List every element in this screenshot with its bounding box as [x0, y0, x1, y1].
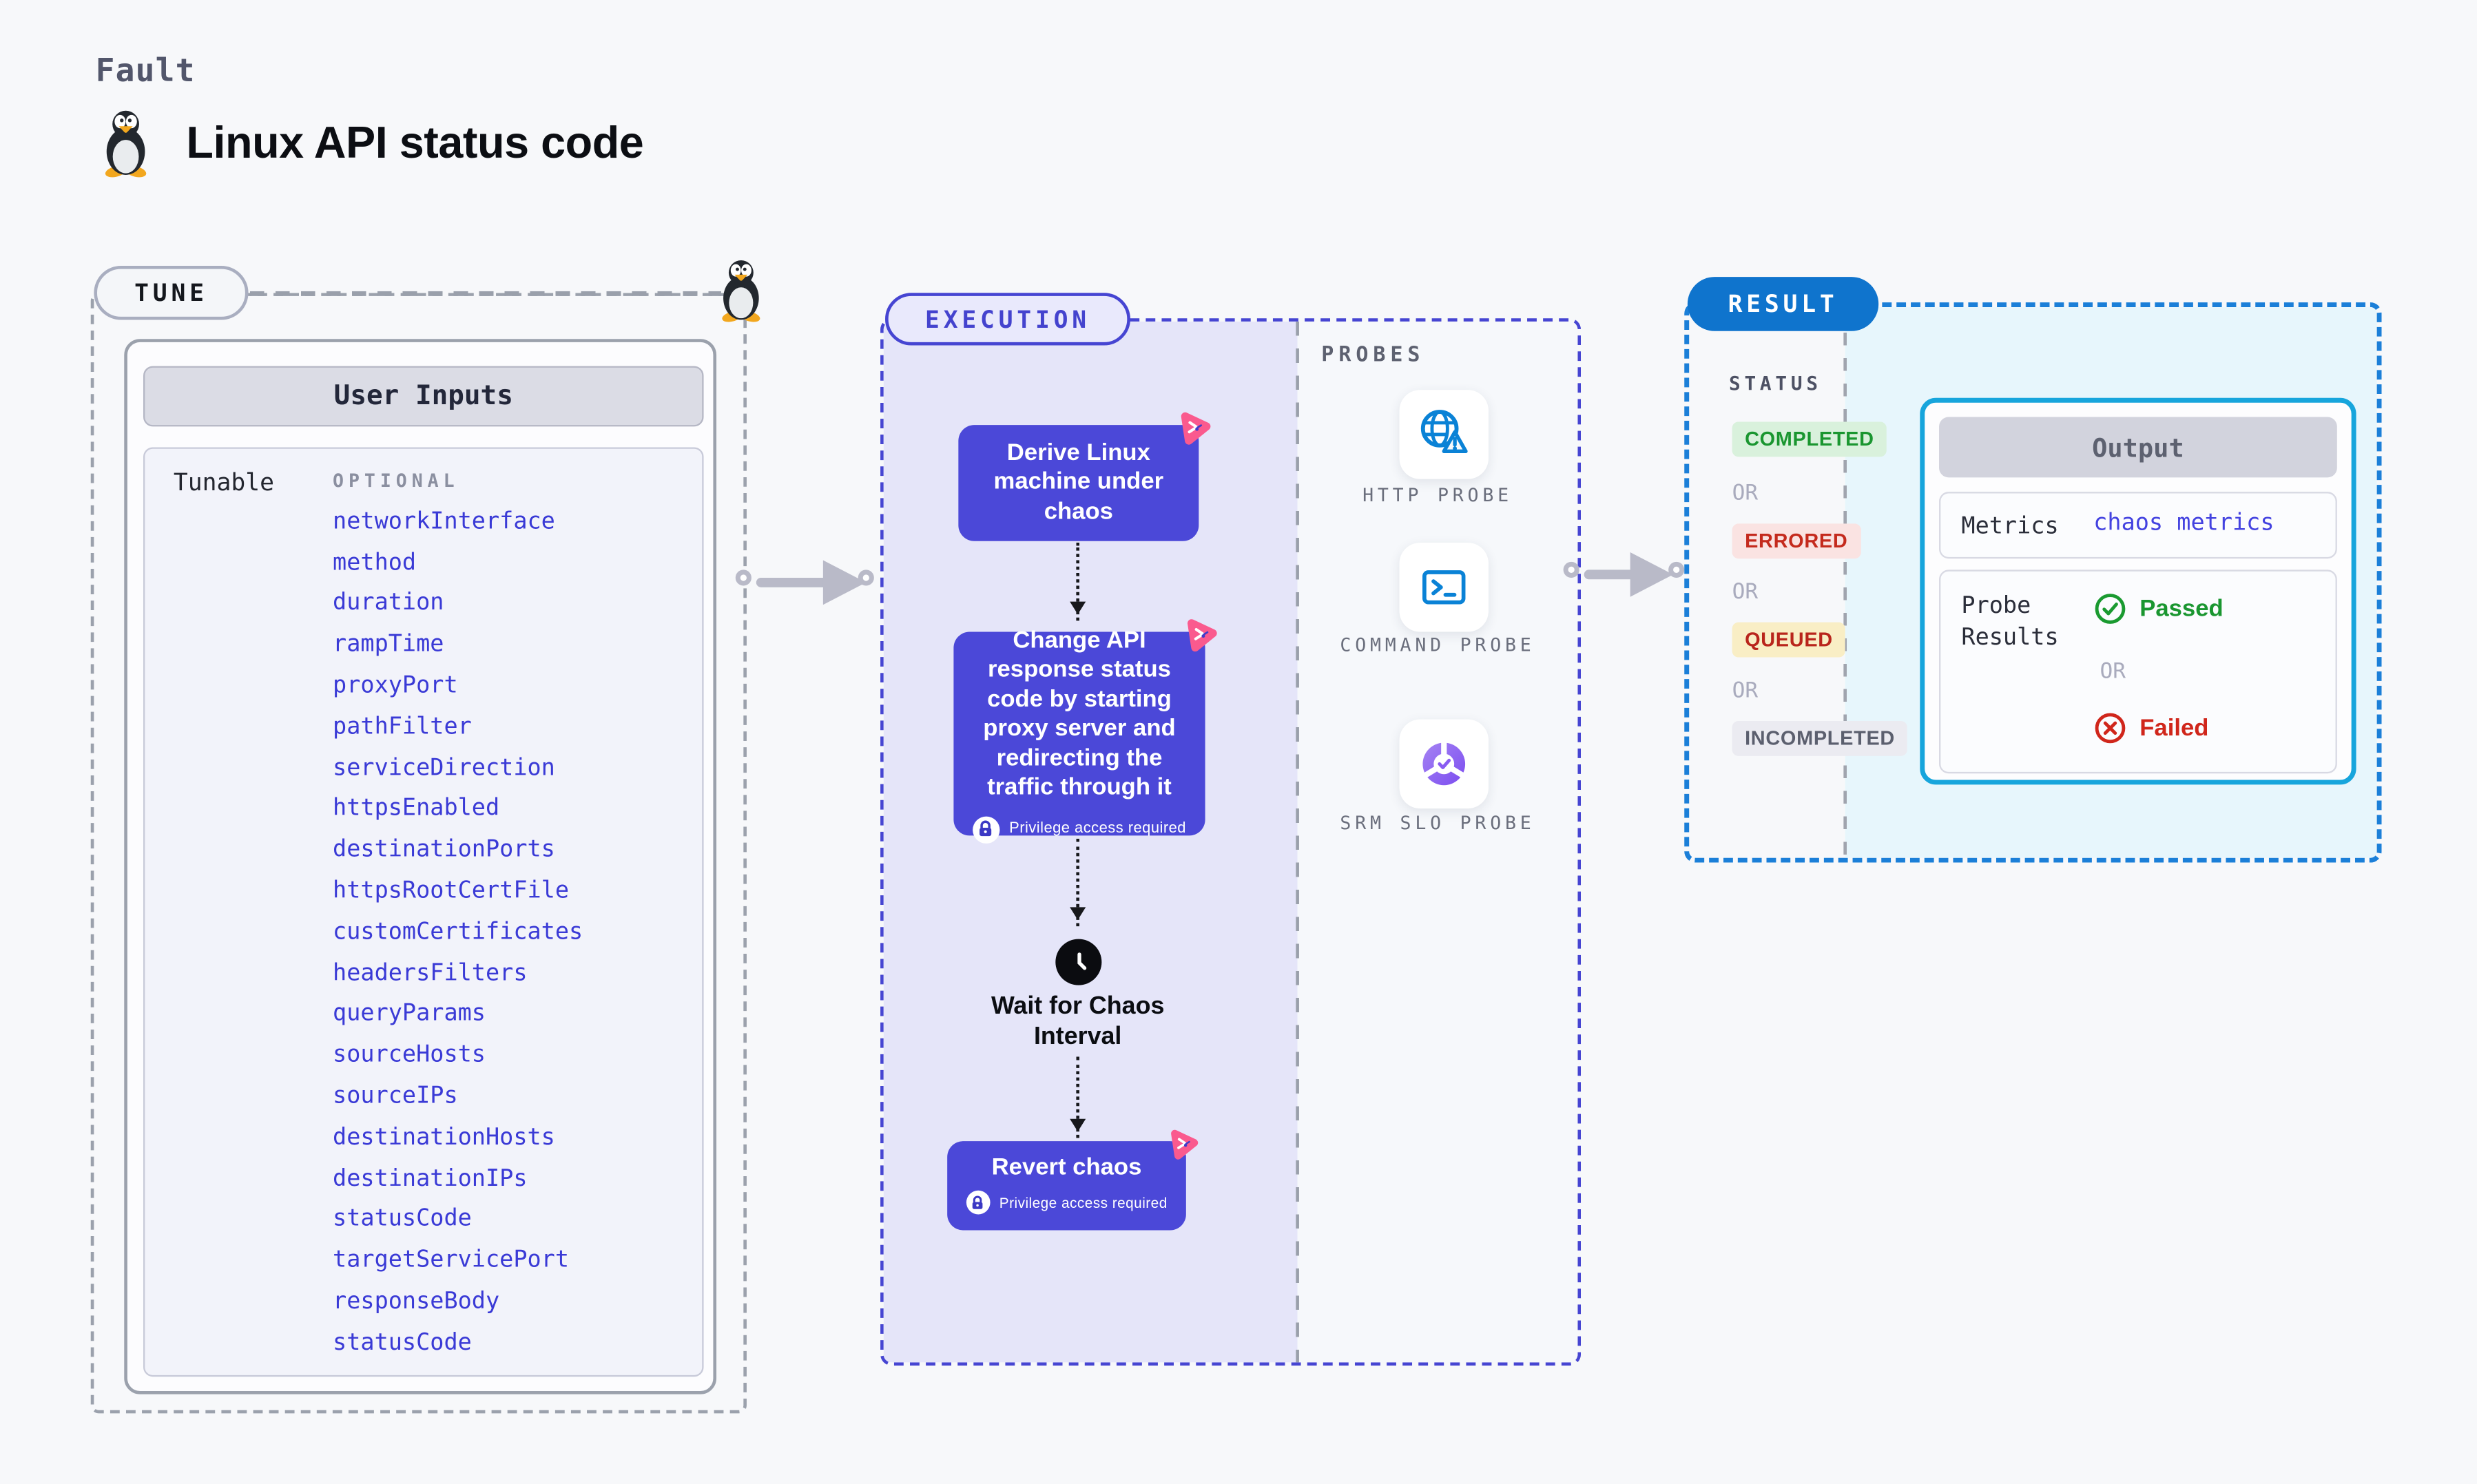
globe-warning-icon	[1420, 410, 1468, 454]
tune-badge: TUNE	[94, 265, 249, 320]
tunable-param-link[interactable]: proxyPort	[333, 673, 458, 699]
step-revert-chaos: Revert chaos Privilege access required	[947, 1141, 1186, 1231]
step-change-status-code: Change API response status code by start…	[953, 632, 1205, 843]
execution-probes-divider	[1296, 321, 1299, 1363]
tunable-param-link[interactable]: duration	[333, 591, 444, 617]
chaos-pinwheel-icon	[1181, 616, 1219, 654]
tunable-param-link[interactable]: destinationIPs	[333, 1166, 528, 1192]
tunable-param-link[interactable]: destinationPorts	[333, 837, 555, 864]
terminal-icon	[1422, 570, 1466, 605]
optional-column-label: OPTIONAL	[333, 469, 459, 492]
execution-badge: EXECUTION	[885, 293, 1130, 346]
tunable-param-link[interactable]: method	[333, 550, 417, 576]
chaos-pinwheel-icon	[1175, 409, 1213, 447]
tunable-param-link[interactable]: httpsRootCertFile	[333, 878, 570, 904]
tunable-list-panel: Tunable OPTIONAL networkInterface method d…	[143, 447, 704, 1377]
tunable-param-link[interactable]: serviceDirection	[333, 755, 555, 782]
output-card: Output Metrics chaos metrics Probe Resul…	[1920, 397, 2356, 785]
status-label: STATUS	[1728, 372, 1822, 395]
privilege-note: Privilege access required	[999, 1194, 1168, 1211]
tunable-param-link[interactable]: headersFilters	[333, 961, 528, 987]
flow-connector-1	[1069, 543, 1086, 621]
or-label: OR	[1732, 678, 1759, 704]
linux-penguin-icon	[104, 110, 147, 178]
flow-connector-2	[1069, 839, 1086, 927]
fault-kicker: Fault	[95, 50, 196, 90]
user-inputs-header: User Inputs	[143, 366, 704, 427]
metrics-row: Metrics chaos metrics	[1939, 492, 2337, 559]
output-header: Output	[1939, 417, 2337, 478]
tunable-param-link[interactable]: customCertificates	[333, 919, 583, 945]
step-wait-chaos-interval: Wait for Chaos Interval	[991, 993, 1165, 1051]
check-circle-icon	[2095, 594, 2126, 624]
or-label: OR	[2100, 658, 2126, 684]
or-label: OR	[1732, 480, 1759, 506]
lock-icon	[966, 1191, 990, 1215]
tunable-param-link[interactable]: httpsEnabled	[333, 796, 500, 822]
x-circle-icon	[2095, 713, 2126, 744]
tunable-param-link[interactable]: statusCode	[333, 1206, 472, 1233]
status-badge-errored: ERRORED	[1732, 523, 1861, 559]
tunable-param-link[interactable]: statusCode	[333, 1330, 472, 1356]
chaos-pinwheel-icon	[1165, 1127, 1201, 1162]
chaos-metrics-link[interactable]: chaos metrics	[2093, 510, 2274, 536]
srm-slo-probe-label: SRM SLO PROBE	[1340, 811, 1535, 835]
metrics-label: Metrics	[1961, 514, 2059, 540]
probe-results-row: Probe Results Passed OR Failed	[1939, 569, 2337, 774]
passed-label: Passed	[2139, 595, 2224, 623]
result-section: STATUS COMPLETED OR ERRORED OR QUEUED OR…	[1684, 302, 2382, 863]
tunable-param-link[interactable]: networkInterface	[333, 509, 555, 535]
linux-penguin-icon-small	[721, 260, 761, 324]
tunable-param-link[interactable]: sourceIPs	[333, 1084, 458, 1110]
lock-icon	[972, 815, 1000, 843]
step-derive-machine: Derive Linux machine under chaos	[958, 425, 1199, 541]
result-badge: RESULT	[1687, 277, 1879, 331]
flow-connector-3	[1069, 1056, 1086, 1138]
tunable-param-link[interactable]: queryParams	[333, 1001, 486, 1027]
status-badge-completed: COMPLETED	[1732, 421, 1887, 457]
or-label: OR	[1732, 579, 1759, 605]
execution-section	[880, 318, 1582, 1366]
tune-connector-line	[249, 291, 721, 295]
tunable-param-link[interactable]: targetServicePort	[333, 1248, 570, 1274]
tunable-params-list: networkInterface method duration rampTime pr…	[333, 501, 583, 1363]
probe-results-label: Probe Results	[1961, 594, 2059, 651]
status-badge-queued: QUEUED	[1732, 622, 1846, 658]
clock-icon	[1055, 939, 1102, 985]
tunable-param-link[interactable]: destinationHosts	[333, 1125, 555, 1151]
http-probe-label: HTTP PROBE	[1362, 483, 1513, 506]
user-inputs-card: User Inputs Tunable OPTIONAL networkInte…	[124, 339, 717, 1394]
command-probe-label: COMMAND PROBE	[1340, 633, 1535, 656]
result-divider	[1843, 307, 1847, 858]
tunable-param-link[interactable]: rampTime	[333, 632, 444, 658]
srm-slo-probe-card	[1399, 719, 1489, 809]
status-badge-incompleted: INCOMPLETED	[1732, 720, 1908, 756]
tunable-row-label: Tunable	[173, 468, 275, 497]
page-title: Linux API status code	[186, 118, 644, 167]
privilege-note: Privilege access required	[1009, 819, 1186, 837]
http-probe-card	[1399, 390, 1489, 479]
probes-area	[1297, 321, 1578, 1363]
tunable-param-link[interactable]: pathFilter	[333, 714, 472, 740]
command-probe-card	[1399, 543, 1489, 632]
slo-pie-check-icon	[1422, 740, 1466, 786]
probes-title: PROBES	[1321, 344, 1425, 368]
failed-label: Failed	[2139, 714, 2209, 742]
tunable-param-link[interactable]: responseBody	[333, 1289, 500, 1315]
tunable-param-link[interactable]: sourceHosts	[333, 1043, 486, 1069]
